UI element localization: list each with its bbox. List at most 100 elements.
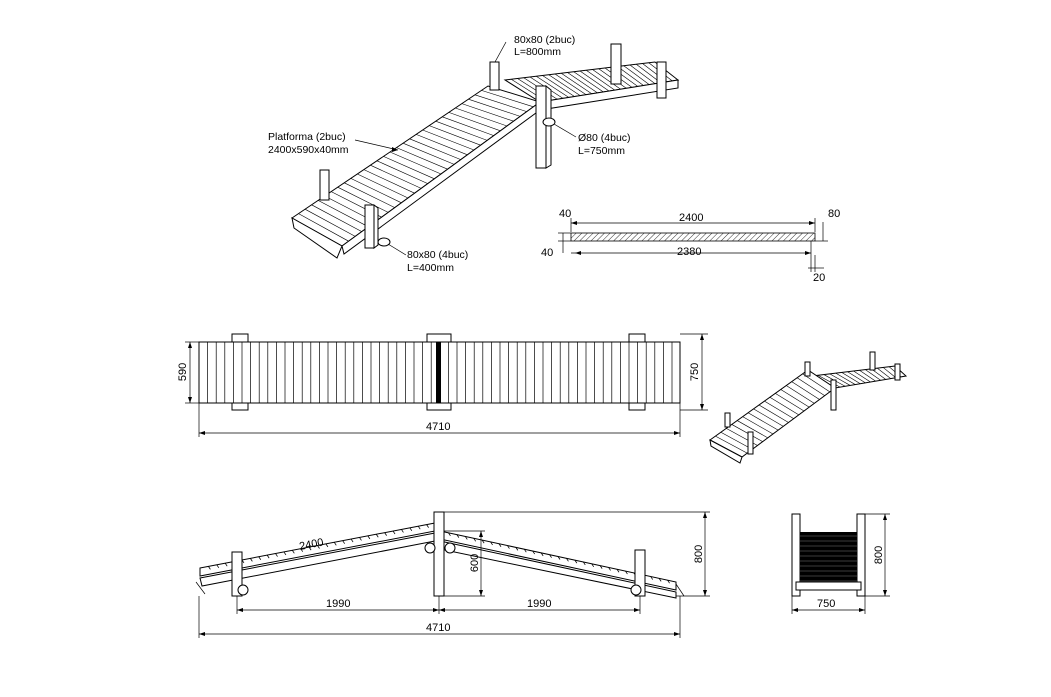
iso-posts [319,61,556,249]
slat-line [786,385,815,404]
slat-line [540,552,544,557]
slat-line [357,173,409,199]
slat-line [791,381,820,400]
label-side-post-size: 80x80 (4buc) [407,249,468,261]
slat-line [375,534,379,538]
slat-line [370,164,422,189]
dim-elevation-total-length: 4710 [426,622,450,634]
slat-line [317,200,369,228]
slat-line [548,74,581,96]
slat-line [554,73,587,95]
slat-line [409,138,461,160]
label-top-post-size: 80x80 (2buc) [514,34,575,46]
slat-line [344,182,395,208]
slat-line [283,551,287,556]
slat-line [802,373,830,393]
slat-line [325,543,329,548]
slat-line [764,400,794,419]
slat-line [865,369,881,381]
slat-line [384,532,387,536]
end-deck [800,532,857,582]
slat-line [402,142,455,165]
slat-line [574,559,578,564]
slat-line [435,120,488,141]
slat-line [461,103,514,122]
slat-line [715,435,748,454]
slat-line [623,65,650,85]
slat-line [566,558,569,562]
label-side-post-length: L=400mm [407,262,454,274]
slat-line [758,404,789,423]
top-post-center [535,85,547,169]
section-detail: 40 2400 80 40 2380 20 [541,208,840,284]
slat-line [507,545,510,549]
end-view: 800 750 [791,513,890,614]
slat-line [841,372,861,384]
elevation-post-center [433,511,445,597]
slat-line [350,538,354,543]
slat-line [847,371,866,384]
plank-section [570,232,816,242]
slat-line [481,90,534,108]
slat-line [582,561,586,566]
slat-line [796,377,825,396]
slat-line [720,431,753,450]
dim-end-height: 800 [873,546,885,564]
slat-line [473,538,477,542]
slat-line [224,562,228,567]
slat-line [464,536,468,540]
small-isometric-view [709,351,908,464]
slat-line [409,527,413,532]
side-post-front [364,204,375,249]
slat-line [367,535,371,540]
slat-line [317,545,320,549]
slat-line [455,107,508,127]
slat-line [359,537,362,541]
slat-line [747,412,779,431]
slat-line [275,553,278,557]
isometric-view: 80x80 (2buc) L=800mm Platforma (2buc) 24… [268,34,680,274]
slat-line [376,160,428,184]
slat-line [515,547,519,551]
slat-line [426,524,429,528]
slat-line [617,66,644,86]
plan-view: 590 750 4710 [177,333,708,437]
slat-line [853,370,871,383]
slat-line [877,367,891,379]
slat-line [337,186,389,213]
slat-line [567,72,598,94]
slat-line [291,550,295,554]
label-round-size: Ø80 (4buc) [578,132,631,144]
slat-line [573,71,604,93]
slat-line [417,525,421,530]
dim-section-bottom-length: 2380 [677,246,701,258]
slat-line [629,64,656,84]
slat-line [333,542,337,546]
slat-line [859,370,876,382]
slat-line [490,541,493,546]
label-platform-name: Platforma (2buc) [268,131,346,143]
dim-section-top-length: 2400 [679,212,703,224]
slat-line [835,372,856,385]
slat-line [586,70,615,91]
slat-line [298,213,349,242]
slat-line [871,368,886,380]
dim-plan-inner-width: 590 [177,363,189,381]
slat-line [579,70,610,92]
slat-line [829,373,851,386]
slat-line [481,539,485,544]
slat-line [650,576,654,580]
slat-line [363,169,415,194]
dim-plan-total-length: 4710 [426,421,450,433]
slat-line [616,569,620,573]
slat-line [442,116,494,136]
slat-line [549,554,552,558]
slat-line [523,548,527,553]
label-platform-size: 2400x590x40mm [268,144,349,156]
slat-line [667,579,670,584]
slat-line [780,389,810,408]
slat-line [731,424,763,442]
side-elevation: 2400 600 800 1990 1990 4710 [195,511,710,638]
dim-plan-outer-width: 750 [689,363,701,381]
slat-line [389,151,442,175]
